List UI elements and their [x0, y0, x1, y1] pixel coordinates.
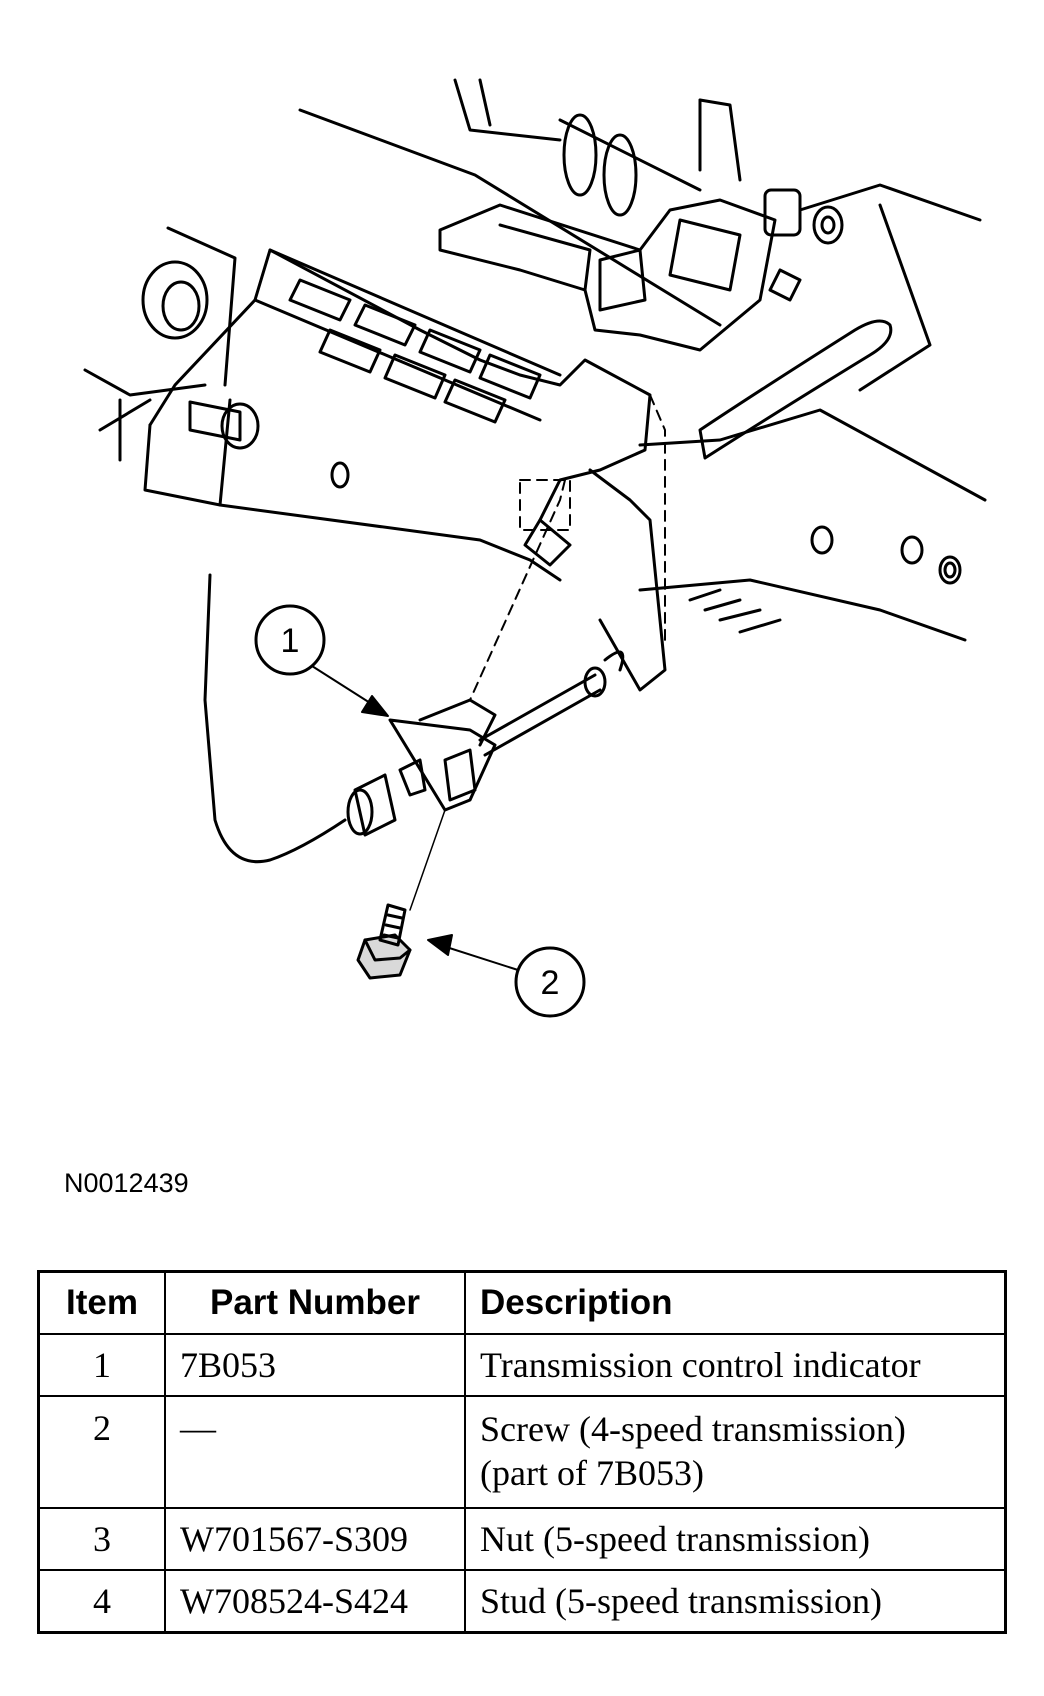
table-row: 2 — Screw (4-speed transmission) (part o…: [37, 1395, 1007, 1509]
header-description: Description: [464, 1270, 1007, 1335]
callout-2-label: 2: [541, 964, 560, 1002]
cell-item: 3: [37, 1507, 166, 1571]
description-line: (part of 7B053): [480, 1453, 704, 1493]
table-row: 4 W708524-S424 Stud (5-speed transmissio…: [37, 1569, 1007, 1634]
cell-description: Nut (5-speed transmission): [464, 1507, 1007, 1571]
cell-part-number: W708524-S424: [164, 1569, 466, 1634]
cell-item: 2: [37, 1395, 166, 1509]
cell-description: Stud (5-speed transmission): [464, 1569, 1007, 1634]
cell-item: 1: [37, 1333, 166, 1397]
column-tube: [298, 78, 742, 327]
cell-part-number: —: [164, 1395, 466, 1509]
cell-item: 4: [37, 1569, 166, 1634]
right-frame: [638, 183, 987, 642]
cell-description: Screw (4-speed transmission) (part of 7B…: [464, 1395, 1007, 1509]
header-part-number: Part Number: [164, 1270, 466, 1335]
steering-column-illustration: 1 2: [83, 78, 987, 1018]
left-bracket: [83, 226, 260, 462]
screw: [356, 809, 446, 980]
switch-block: [438, 188, 844, 352]
table-row: 3 W701567-S309 Nut (5-speed transmission…: [37, 1507, 1007, 1571]
callout-1: 1: [254, 604, 389, 717]
callout-1-label: 1: [281, 622, 300, 660]
description-line: Screw (4-speed transmission): [480, 1409, 906, 1449]
description-line: Nut (5-speed transmission): [480, 1519, 870, 1559]
parts-table: Item Part Number Description 1 7B053 Tra…: [37, 1270, 1007, 1634]
callout-2: 2: [427, 934, 586, 1018]
cell-part-number: 7B053: [164, 1333, 466, 1397]
figure-id: N0012439: [64, 1168, 189, 1198]
main-housing: [143, 248, 652, 582]
description-line: Stud (5-speed transmission): [480, 1581, 882, 1621]
cell-description: Transmission control indicator: [464, 1333, 1007, 1397]
header-item: Item: [37, 1270, 166, 1335]
table-row: 1 7B053 Transmission control indicator: [37, 1333, 1007, 1397]
cable-routing: [469, 394, 666, 701]
cell-part-number: W701567-S309: [164, 1507, 466, 1571]
table-header-row: Item Part Number Description: [37, 1270, 1007, 1335]
indicator-bracket: [203, 468, 667, 864]
description-line: Transmission control indicator: [480, 1345, 921, 1385]
